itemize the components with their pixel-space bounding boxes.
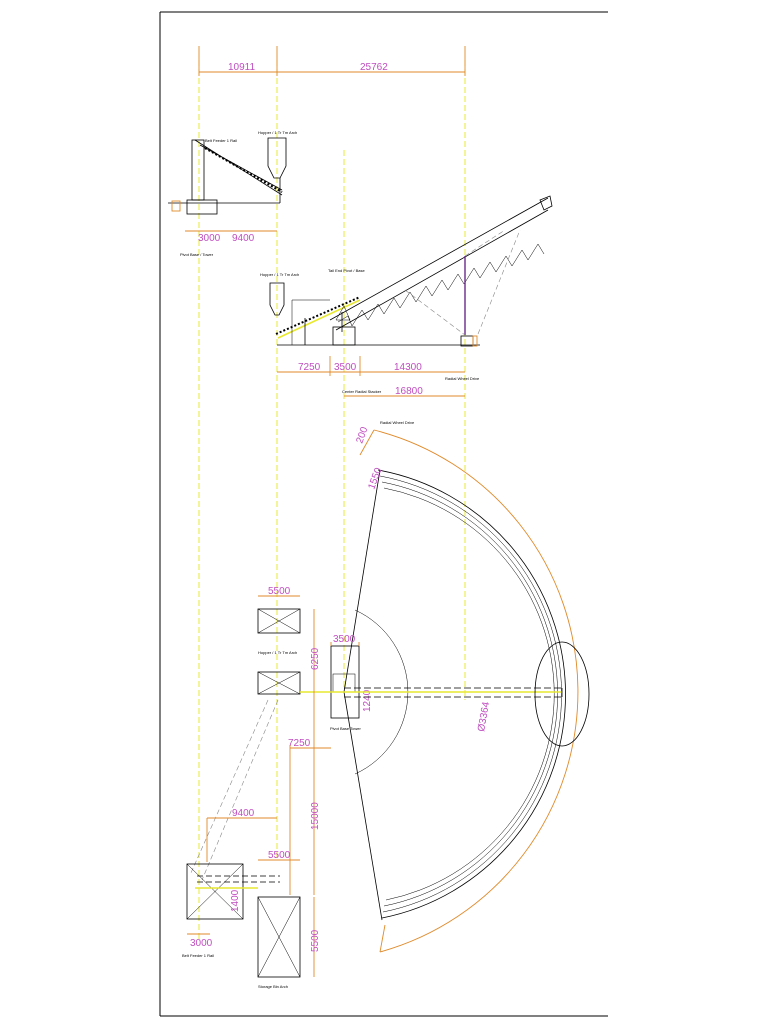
label-feeder-plan: Belt Feeder 1 Rail bbox=[182, 953, 214, 958]
dim-feeder-a: 3000 bbox=[198, 233, 221, 244]
top-dimension-chain: 10911 25762 bbox=[198, 46, 466, 76]
dim-r-200: 200 bbox=[354, 425, 370, 445]
label-wheel-drive: Radial Wheel Drive bbox=[445, 376, 480, 381]
alignment-guides bbox=[198, 60, 466, 940]
dim-hopper-width-1: 5500 bbox=[268, 586, 291, 597]
label-tail-mid: Tail End Pivot / Base bbox=[328, 268, 365, 273]
dim-radius-top: 16800 bbox=[395, 386, 423, 397]
feeder-elevation: 3000 9400 Hopper / 1 Tr Tm Arch Belt Fee… bbox=[168, 130, 297, 257]
label-pivot-plan: Pivot Base Tower bbox=[330, 726, 361, 731]
dim-arc-diameter: Ø3364 bbox=[476, 701, 492, 733]
dim-v-6250: 6250 bbox=[310, 647, 321, 670]
dim-top-left: 10911 bbox=[228, 62, 256, 73]
dim-plan-7250: 7250 bbox=[288, 738, 311, 749]
label-bin-plan: Storage Bin Arch bbox=[258, 984, 288, 989]
label-radial-note: Center Radial Stacker bbox=[342, 389, 382, 394]
plan-view: 16800 Center Radial Stacker Radial Wheel… bbox=[182, 386, 590, 989]
dim-mid-b: 3500 bbox=[334, 362, 357, 373]
dim-hopper-width-2: 5500 bbox=[268, 850, 291, 861]
dim-plan-9400: 9400 bbox=[232, 808, 255, 819]
dim-mid-c: 14300 bbox=[394, 362, 422, 373]
label-feeder-top: Belt Feeder 1 Rail bbox=[205, 138, 237, 143]
label-hopper-top: Hopper / 1 Tr Tm Arch bbox=[258, 130, 297, 135]
dim-plan-3000: 3000 bbox=[190, 938, 213, 949]
dim-v-1400: 1400 bbox=[230, 889, 241, 912]
dim-plan-15000: 15000 bbox=[310, 802, 321, 830]
dim-feeder-b: 9400 bbox=[232, 233, 255, 244]
dim-mid-a: 7250 bbox=[298, 362, 321, 373]
dim-r-1550: 1550 bbox=[366, 466, 384, 491]
dim-pivot-1240: 1240 bbox=[362, 689, 373, 712]
label-pivot-top: Pivot Base / Tower bbox=[180, 252, 214, 257]
dim-top-right: 25762 bbox=[360, 62, 388, 73]
stacker-elevation: 7250 3500 14300 Hopper / 1 Tr Tm Arch Ta… bbox=[260, 195, 553, 381]
dim-pivot-3500: 3500 bbox=[333, 634, 356, 645]
dim-v-5500: 5500 bbox=[310, 929, 321, 952]
label-hopper-plan: Hopper / 1 Tr Tm Arch bbox=[258, 650, 297, 655]
label-hopper-mid: Hopper / 1 Tr Tm Arch bbox=[260, 272, 299, 277]
label-radial-drive: Radial Wheel Drive bbox=[380, 420, 415, 425]
